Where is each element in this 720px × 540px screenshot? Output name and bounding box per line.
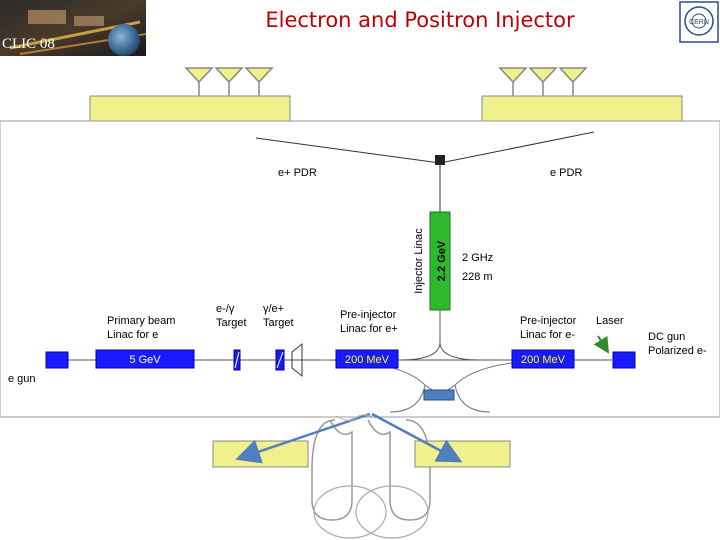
top-block-right: [481, 95, 683, 125]
pre-positron-label: Pre-injector Linac for e+: [340, 309, 398, 335]
main-panel: [0, 120, 720, 418]
primary-linac-box: [95, 349, 195, 369]
energy-200-left-label: 200 MeV: [345, 354, 390, 366]
laser-arrow: [593, 335, 610, 354]
page-title: Electron and Positron Injector: [265, 8, 575, 32]
pre-electron-linac-box: [511, 349, 575, 369]
dc-gun-block: [612, 351, 636, 369]
primary-beam-label: Primary beam Linac for e: [107, 315, 176, 341]
electron-pdr-label: e PDR: [550, 167, 583, 179]
center-block: [423, 389, 455, 401]
header-photo: [0, 0, 147, 56]
length-label: 228 m: [462, 271, 493, 283]
target-1-label: e-/γ Target: [216, 303, 247, 329]
frequency-label: 2 GHz: [462, 252, 494, 264]
rf-antennas-right: [498, 67, 588, 96]
target-1: [233, 349, 241, 371]
capture-horn: [291, 342, 303, 378]
bottom-structure: [212, 419, 511, 539]
transfer-lines: [255, 131, 595, 212]
pre-electron-label: Pre-injector Linac for e-: [520, 315, 577, 341]
junction-block: [435, 155, 445, 165]
target-2-label: γ/e+ Target: [263, 303, 294, 329]
e-gun-block: [45, 351, 69, 369]
e-gun-label: e gun: [8, 373, 36, 385]
clic-badge: CLIC 08: [2, 36, 55, 52]
pre-positron-linac-box: [335, 349, 399, 369]
energy-main-label: 2.2 GeV: [436, 240, 448, 281]
svg-text:CERN: CERN: [689, 19, 709, 26]
cern-logo: CERN: [679, 1, 719, 43]
energy-5-label: 5 GeV: [129, 354, 161, 366]
laser-label: Laser: [596, 315, 624, 327]
target-2: [275, 349, 285, 371]
rf-antennas-left: [184, 67, 274, 96]
globe-image: [108, 24, 140, 56]
dc-gun-label: DC gun Polarized e-: [648, 331, 707, 357]
top-block-left: [89, 95, 291, 125]
injector-linac-label: Injector Linac: [413, 228, 425, 294]
energy-200-right-label: 200 MeV: [521, 354, 566, 366]
output-arrows: [235, 412, 463, 464]
positron-pdr-label: e+ PDR: [278, 167, 317, 179]
